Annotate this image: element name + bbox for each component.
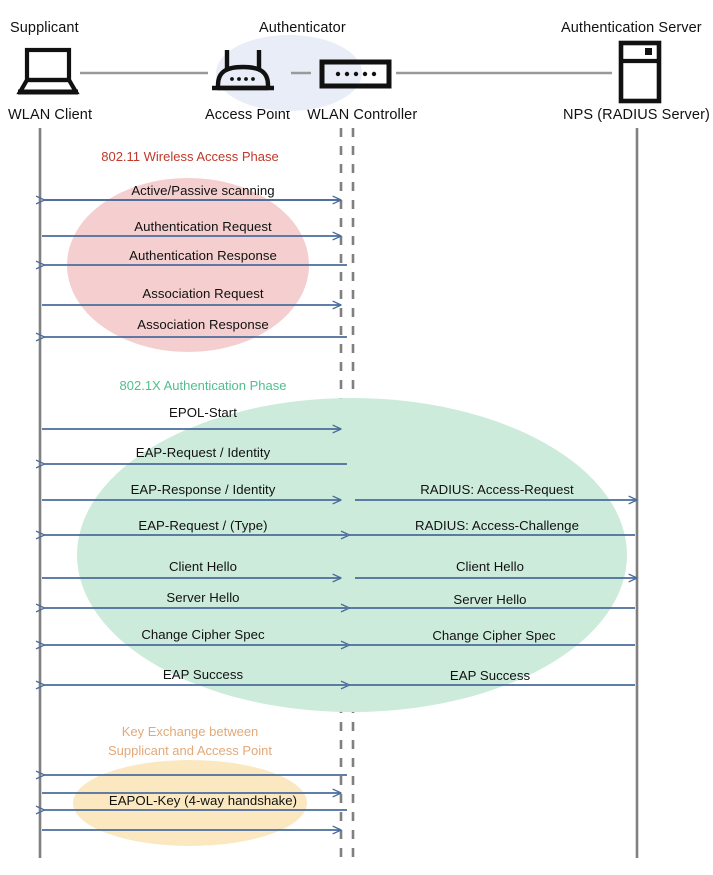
server-tower-icon: [618, 40, 662, 104]
msg-label-epol-start: EPOL-Start: [169, 405, 237, 420]
phase-label-wireless-access: 802.11 Wireless Access Phase: [101, 149, 279, 164]
msg-label-eap-success-left: EAP Success: [162, 667, 244, 682]
authenticator-group-blob: [216, 35, 362, 111]
msg-label-client-hello-left: Client Hello: [168, 559, 238, 574]
msg-label-authentication-response: Authentication Response: [129, 248, 277, 263]
network-switch-icon: [319, 59, 392, 89]
msg-label-eap-request-identity: EAP-Request / Identity: [135, 445, 271, 460]
msg-label-eapol-key-4way-handshake: EAPOL-Key (4-way handshake): [108, 793, 298, 808]
msg-label-radius-access-request: RADIUS: Access-Request: [420, 482, 574, 497]
msg-label-radius-access-challenge: RADIUS: Access-Challenge: [415, 518, 579, 533]
msg-label-change-cipher-spec-left: Change Cipher Spec: [141, 627, 265, 642]
msg-label-eap-request-type: EAP-Request / (Type): [138, 518, 268, 533]
msg-label-active-passive-scanning: Active/Passive scanning: [131, 183, 275, 198]
msg-label-association-response: Association Response: [137, 317, 269, 332]
phase-ellipse-dot1x-authentication: [77, 398, 627, 712]
msg-label-authentication-request: Authentication Request: [134, 219, 272, 234]
actor-role-supplicant: Supplicant: [10, 20, 79, 36]
actor-name-wlan-controller: WLAN Controller: [307, 107, 418, 123]
message-arrows-left-segment: [42, 200, 347, 830]
actor-name-access-point: Access Point: [205, 107, 291, 123]
msg-label-server-hello-left: Server Hello: [166, 590, 240, 605]
phase-label-key-exchange-line1: Key Exchange between: [121, 724, 259, 739]
actor-role-authentication-server: Authentication Server: [561, 20, 702, 36]
message-arrows-right-segment: [349, 500, 637, 685]
actor-role-authenticator: Authenticator: [259, 20, 346, 36]
phase-ellipse-key-exchange: [73, 760, 307, 846]
msg-label-change-cipher-spec-right: Change Cipher Spec: [432, 628, 556, 643]
msg-label-server-hello-right: Server Hello: [453, 592, 527, 607]
laptop-icon: [16, 47, 80, 95]
wireless-router-icon: [212, 50, 274, 91]
phase-label-dot1x-authentication: 802.1X Authentication Phase: [119, 378, 287, 393]
actor-name-wlan-client: WLAN Client: [8, 107, 93, 123]
msg-label-association-request: Association Request: [142, 286, 264, 301]
actor-name-nps-radius-server: NPS (RADIUS Server): [563, 107, 710, 123]
msg-label-eap-response-identity: EAP-Response / Identity: [130, 482, 276, 497]
msg-label-client-hello-right: Client Hello: [455, 559, 525, 574]
phase-label-key-exchange-line2: Supplicant and Access Point: [107, 743, 273, 758]
msg-label-eap-success-right: EAP Success: [449, 668, 531, 683]
